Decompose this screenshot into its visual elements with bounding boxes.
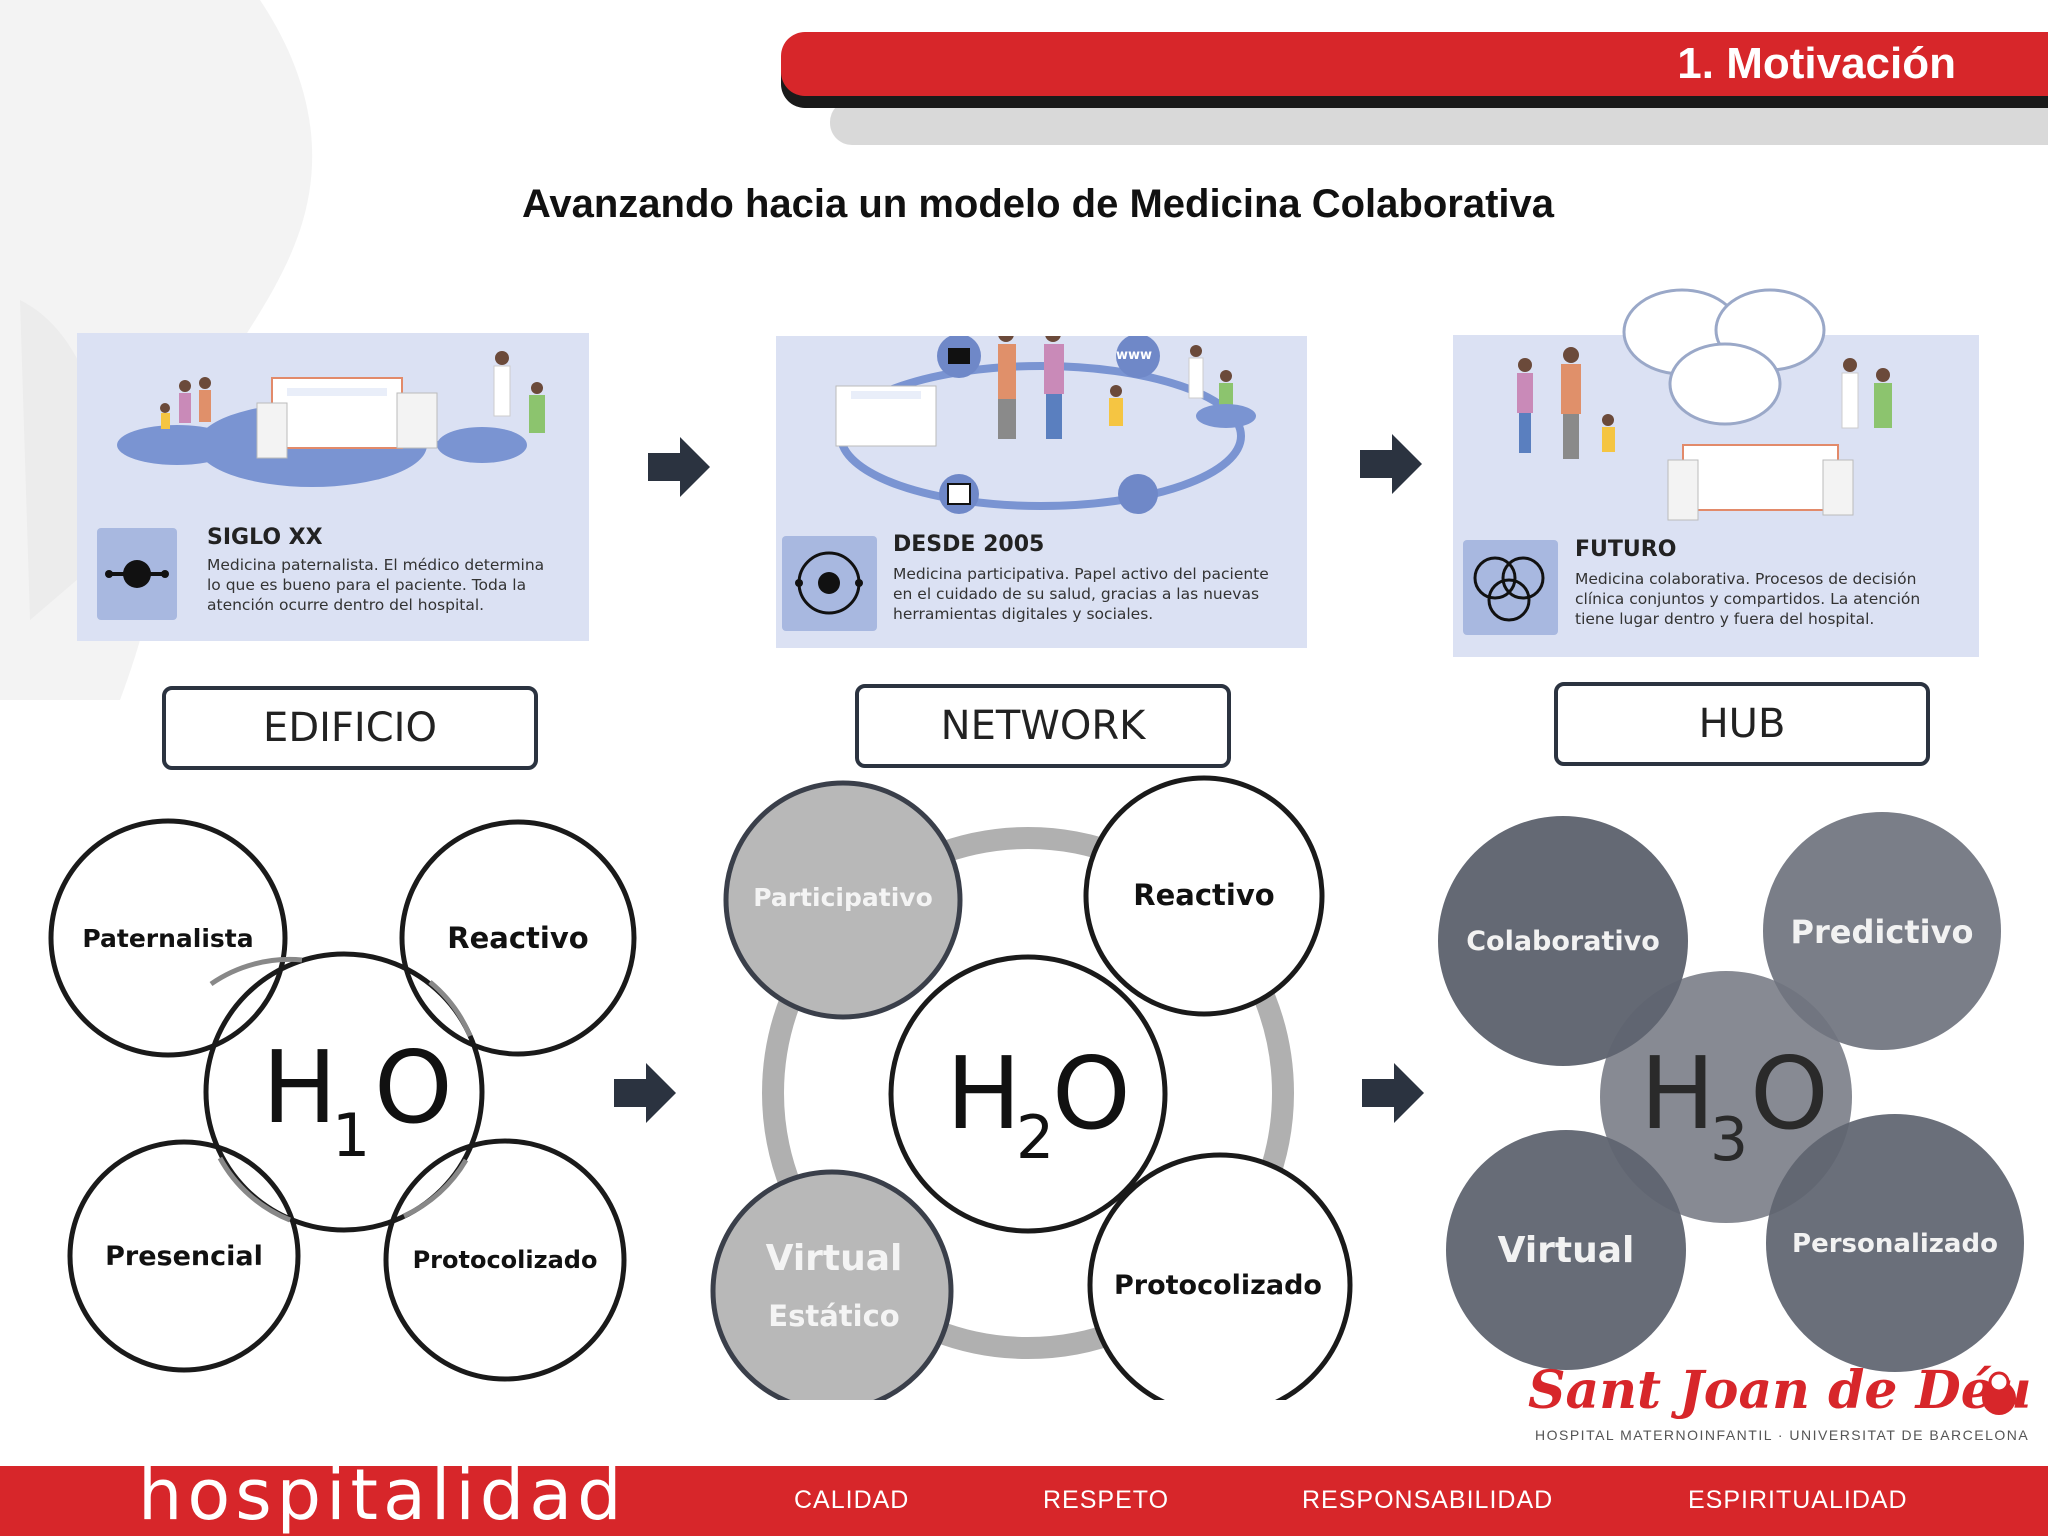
single-node-icon [105,560,169,588]
petal-circle [1083,775,1325,1017]
center-circle [203,951,485,1233]
petal-circle [1438,816,1688,1066]
center-formula-letter: H [1640,1035,1715,1152]
header-red-band [781,32,2048,96]
model-label-network: NETWORK [855,684,1231,768]
diagram-h1o: Paternalista Reactivo Presencial Protoco… [48,818,637,1382]
petal-label-reactivo: Reactivo [1133,878,1274,912]
model-label-hub: HUB [1554,682,1930,766]
hospital-logo-wordmark: Sant Joan de Déu [1528,1360,2032,1421]
footer-band [0,1466,2048,1536]
center-circle [888,954,1168,1234]
model-label-edificio: EDIFICIO [162,686,538,770]
center-formula-subscript: 2 [1016,1103,1054,1173]
center-formula-letter: H [262,1029,337,1146]
petal-label-presencial: Presencial [105,1241,263,1272]
center-formula-subscript: 3 [1710,1105,1748,1175]
footer-value-espiritualidad: ESPIRITUALIDAD [1688,1486,1908,1514]
center-formula-subscript: 1 [332,1101,370,1171]
panel-description: Medicina paternalista. El médico determi… [207,556,545,614]
center-formula-tail: O [1052,1035,1131,1152]
panel-heading: SIGLO XX [207,525,323,550]
footer-value-responsabilidad: RESPONSABILIDAD [1302,1486,1554,1514]
center-formula-letter: H [946,1035,1021,1152]
petal-circle [710,1169,954,1400]
petal-circle [1446,1130,1686,1370]
petal-label-virtual: Virtual [1498,1230,1635,1271]
petal-circle [399,819,637,1057]
participative-icon-box [782,536,877,631]
petal-label-protocolizado: Protocolizado [1114,1270,1322,1301]
petal-label-personalizado: Personalizado [1792,1229,1998,1259]
panel-heading: DESDE 2005 [893,532,1045,557]
petal-label-paternalista: Paternalista [82,924,253,953]
orbit-node-icon [795,551,863,615]
footer-hospitalidad: hospitalidad [138,1454,627,1536]
petal-circle [383,1138,627,1382]
right-arrow-icon [614,1063,676,1123]
petal-label-colaborativo: Colaborativo [1466,926,1660,957]
panel-desde-2005: www DESDE 2005 Medicina participativa. P… [776,336,1307,648]
panel-description: Medicina colaborativa. Procesos de decis… [1575,570,1921,628]
panel-siglo-xx: SIGLO XX Medicina paternalista. El médic… [77,333,589,641]
network-ring [762,827,1294,1359]
page-title: Avanzando hacia un modelo de Medicina Co… [521,182,1555,226]
panel-heading: FUTURO [1575,537,1677,562]
hospital-logo-subtitle: HOSPITAL MATERNOINFANTIL · UNIVERSITAT D… [1535,1427,2030,1443]
right-arrow-icon [1362,1063,1424,1123]
speech-bubbles-illustration [1622,288,1826,426]
center-circle [1600,971,1852,1223]
petal-circle [723,780,963,1020]
www-label: www [1116,348,1153,363]
petal-label-participativo: Participativo [753,883,933,912]
right-arrow-icon [648,437,710,497]
hospital-logo-emblem-icon [1982,1371,2016,1415]
petal-circle [1763,812,2001,1050]
petal-circle [67,1139,301,1373]
petal-circle [1766,1114,2024,1372]
panel-desde-2005-illustration [835,336,1256,514]
circle-diagrams: Paternalista Reactivo Presencial Protoco… [48,775,2024,1400]
diagram-h2o: Participativo Reactivo Virtual Estático … [710,775,1353,1400]
diagram-h3o: Colaborativo Predictivo Virtual Personal… [1438,812,2024,1372]
center-formula-tail: O [374,1029,453,1146]
collaborative-icon-box [1463,540,1558,635]
petal-label-protocolizado: Protocolizado [413,1246,598,1274]
petal-circle [48,818,288,1058]
right-arrow-icon [1360,434,1422,494]
petal-label-reactivo: Reactivo [447,921,588,955]
overlapping-rings-icon [1473,556,1545,622]
panel-siglo-xx-illustration [117,351,545,487]
petal-label-estatico: Estático [768,1299,899,1333]
petal-label-predictivo: Predictivo [1791,913,1974,951]
panel-futuro-illustration [1517,347,1892,521]
center-formula-tail: O [1750,1035,1829,1152]
panel-description: Medicina participativa. Papel activo del… [893,565,1269,623]
paternalist-icon-box [97,528,177,620]
section-title: 1. Motivación [1677,39,1956,88]
petal-label-virtual: Virtual [766,1238,903,1279]
footer-value-respeto: RESPETO [1043,1486,1170,1514]
petal-circle [1087,1152,1353,1400]
footer-value-calidad: CALIDAD [794,1486,910,1514]
